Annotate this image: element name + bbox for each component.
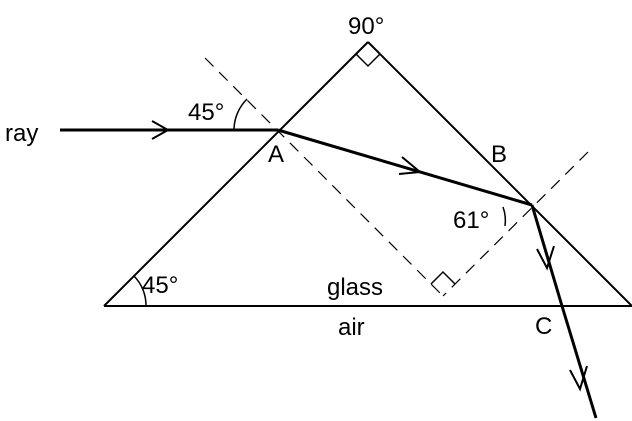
base-angle-label: 45° [142,272,178,299]
point-a-label: A [268,141,284,168]
point-c-label: C [535,313,552,340]
angle-61-label: 61° [453,207,489,234]
prism-right-side [367,41,632,307]
refracted-ray-arrow [398,156,423,175]
incident-angle-label: 45° [188,99,224,126]
glass-label: glass [327,274,383,301]
reflected-ray-arrow [536,245,555,271]
apex-right-angle-mark [355,53,381,68]
ray-label: ray [5,120,38,147]
point-b-label: B [491,141,507,168]
normal-at-a [204,57,444,297]
normal-at-b [442,151,589,297]
incident-angle-arc [233,98,248,131]
prism-left-side [103,41,369,307]
air-label: air [338,314,365,341]
emergent-ray [560,305,598,419]
incident-ray-arrow [151,120,171,140]
reflected-ray-b-to-c [530,204,564,307]
refracted-ray-a-to-b [277,128,533,207]
angle-61-arc [502,206,507,227]
base-angle-arc [133,275,147,307]
normals-right-angle-mark [430,270,456,285]
emergent-ray-arrow [569,365,588,392]
apex-angle-label: 90° [348,13,384,40]
